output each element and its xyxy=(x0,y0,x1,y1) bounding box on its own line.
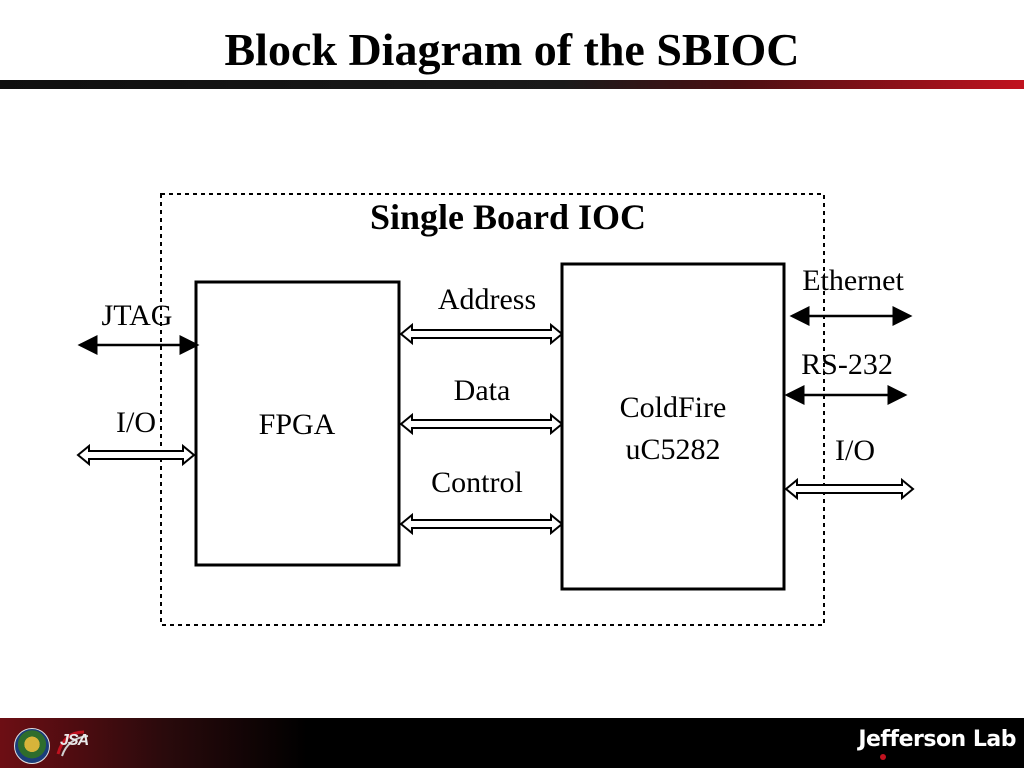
coldfire-label-line1: ColdFire xyxy=(620,391,727,424)
right-io-label: I/O xyxy=(835,434,875,467)
data-bus-label: Data xyxy=(454,374,511,407)
control-bus-label: Control xyxy=(431,466,523,499)
ethernet-label: Ethernet xyxy=(802,264,904,297)
title-divider-bar xyxy=(0,80,1024,89)
coldfire-label-line2: uC5282 xyxy=(625,433,720,466)
coldfire-block xyxy=(560,262,786,591)
block-diagram: Single Board IOC FPGA ColdFire uC5282 Ad… xyxy=(76,193,915,626)
fpga-label: FPGA xyxy=(259,408,336,441)
fpga-block xyxy=(194,280,401,567)
address-bus-label: Address xyxy=(438,283,536,316)
jtag-label: JTAG xyxy=(102,299,173,332)
jsa-logo: JSA xyxy=(54,726,104,765)
footer-bar: JSA Jefferson Lab xyxy=(0,718,1024,768)
jsa-swoosh-icon xyxy=(56,730,89,757)
control-bus-arrow xyxy=(399,512,564,536)
jsa-logo-text: JSA xyxy=(60,732,89,749)
doe-seal-icon xyxy=(14,728,50,764)
slide-title: Block Diagram of the SBIOC xyxy=(224,24,800,75)
left-io-label: I/O xyxy=(116,406,156,439)
jefferson-lab-logo: Jefferson Lab xyxy=(858,727,1016,752)
board-label: Single Board IOC xyxy=(370,197,646,237)
logo-accent-dot xyxy=(880,754,886,760)
address-bus-arrow xyxy=(399,322,564,346)
rs232-label: RS-232 xyxy=(801,348,893,381)
board-boundary xyxy=(160,193,825,626)
data-bus-arrow xyxy=(399,412,564,436)
right-io-arrow xyxy=(784,477,915,501)
left-io-arrow xyxy=(76,443,196,467)
